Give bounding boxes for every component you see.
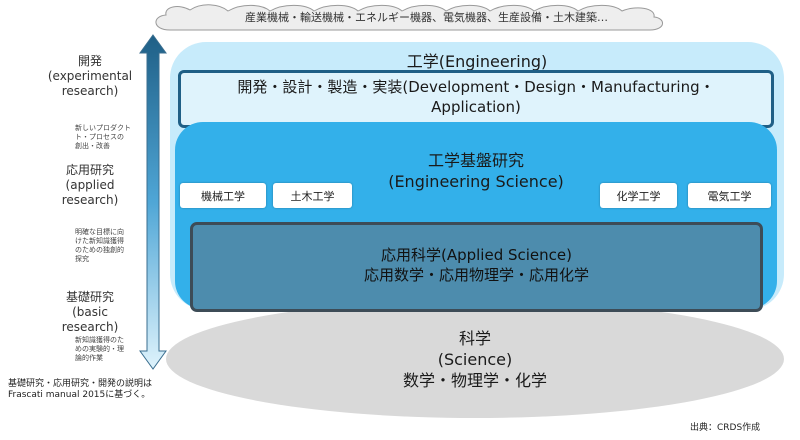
tag-chemical-engineering: 化学工学 (600, 183, 677, 208)
frascati-note: 基礎研究・応用研究・開発の説明は Frascati manual 2015に基づ… (8, 379, 153, 400)
cloud-text: 産業機械・輸送機械・エネルギー機器、電気機器、生産設備・土木建築… (245, 11, 608, 24)
applied-research-label: 応用研究 (applied research) (61, 163, 119, 207)
source-credit: 出典：CRDS作成 (690, 423, 761, 433)
basic-research-label: 基礎研究 (basic research) (61, 290, 119, 334)
engineering-title: 工学(Engineering) (406, 52, 548, 71)
science-label: 科学 (Science) 数学・物理学・化学 (402, 329, 547, 390)
tag-civil-engineering: 土木工学 (273, 183, 352, 208)
research-axis-arrow (139, 34, 167, 370)
applied-research-description: 明確な目標に向 けた新知識獲得 のための独創的 探究 (75, 228, 124, 263)
development-box: 開発・設計・製造・実装(Development・Design・Manufactu… (178, 70, 774, 128)
applied-science-box: 応用科学(Applied Science) 応用数学・応用物理学・応用化学 (190, 222, 763, 312)
cloud-shape (155, 4, 663, 31)
tag-mechanical-engineering: 機械工学 (180, 183, 266, 208)
development-description: 新しいプロダクト ト・プロセスの 創出・改善 (75, 124, 131, 150)
basic-research-description: 新知識獲得のた めの実験的・理 論的作業 (75, 336, 124, 362)
engineering-science-label: 工学基盤研究 (Engineering Science) (388, 151, 564, 191)
tag-electrical-engineering: 電気工学 (688, 183, 771, 208)
science-ellipse (166, 300, 784, 418)
development-label: 開発 (experimental research) (47, 54, 133, 98)
